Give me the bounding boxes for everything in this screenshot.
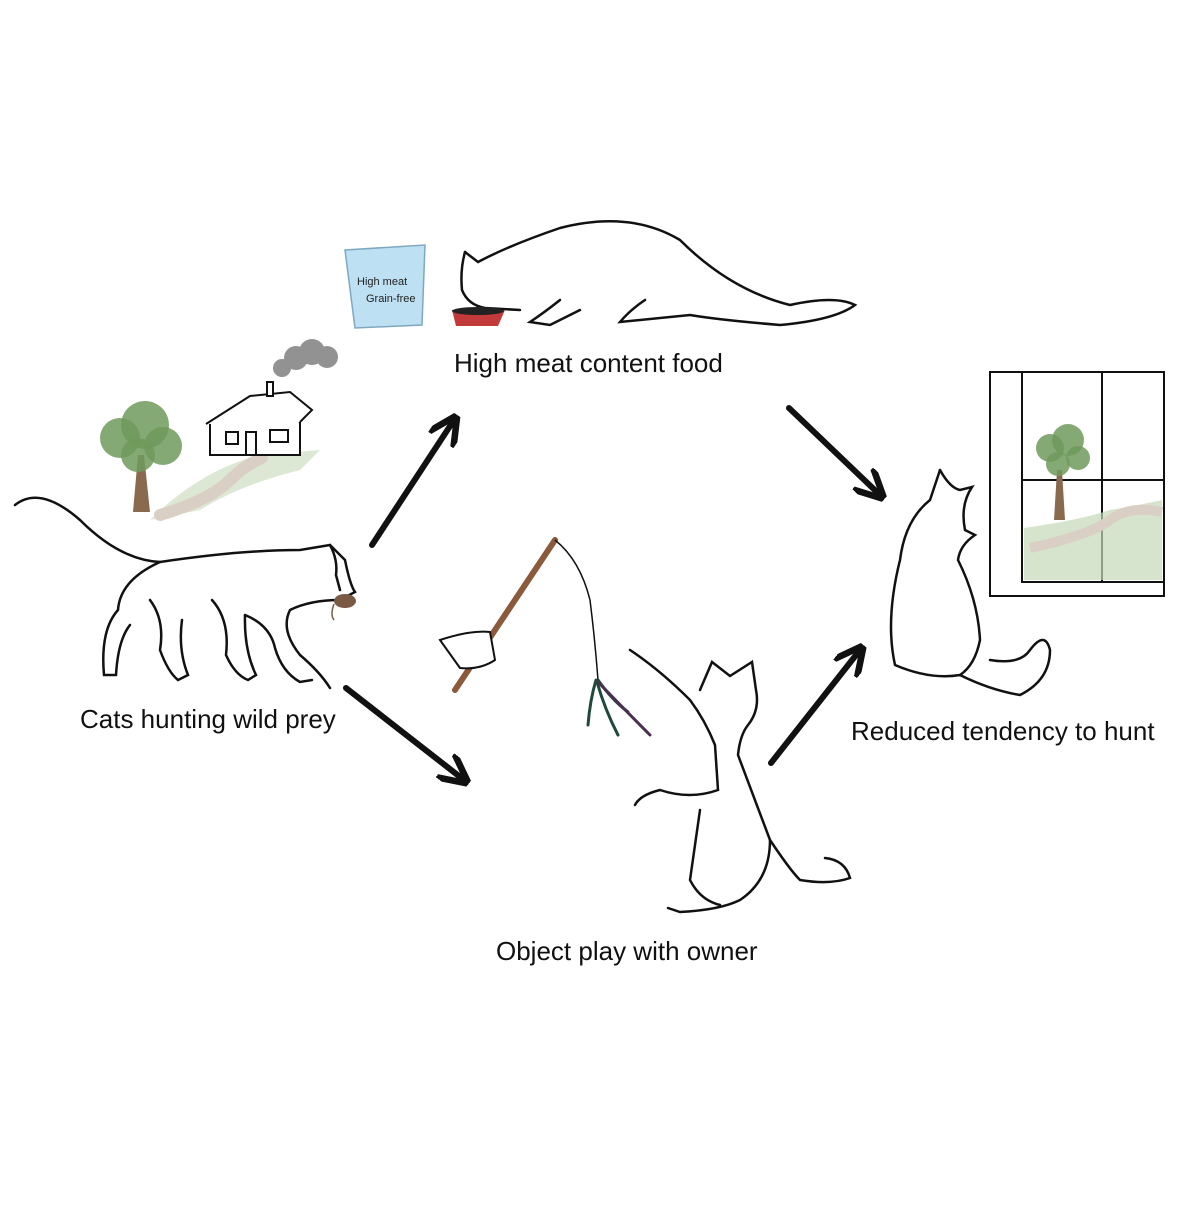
arrow-play-to-reduced: [768, 650, 860, 766]
bag-line1: High meat: [357, 276, 407, 288]
food-bowl-icon: [452, 307, 505, 326]
eating-cat-icon: [460, 220, 858, 327]
mouse-prey-icon: [331, 594, 356, 621]
window-icon: [989, 371, 1165, 597]
arrow-food-to-reduced: [786, 405, 880, 495]
node-label-food: High meat content food: [454, 348, 723, 378]
smoke-icon: [273, 339, 338, 377]
arrow-hunting-to-play: [343, 685, 464, 780]
node-label-reduced: Reduced tendency to hunt: [851, 716, 1155, 746]
arrow-hunting-to-food: [369, 420, 454, 548]
window-tree-icon: [1036, 424, 1090, 520]
node-label-hunting: Cats hunting wild prey: [80, 704, 336, 734]
hunting-cat-icon: [13, 496, 357, 690]
feather-icon: [586, 678, 652, 737]
hand-wand-icon: [438, 537, 599, 693]
tree-icon: [100, 401, 182, 512]
play-cat-icon: [628, 648, 852, 914]
arrows: [343, 405, 880, 780]
sitting-cat-icon: [889, 468, 1052, 697]
house-icon: [205, 381, 314, 456]
food-bag-icon: High meat Grain-free: [344, 244, 426, 329]
countryside-scene: [100, 339, 338, 521]
bag-line2: Grain-free: [366, 293, 416, 305]
path-road: [154, 452, 268, 521]
node-label-play: Object play with owner: [496, 936, 758, 966]
